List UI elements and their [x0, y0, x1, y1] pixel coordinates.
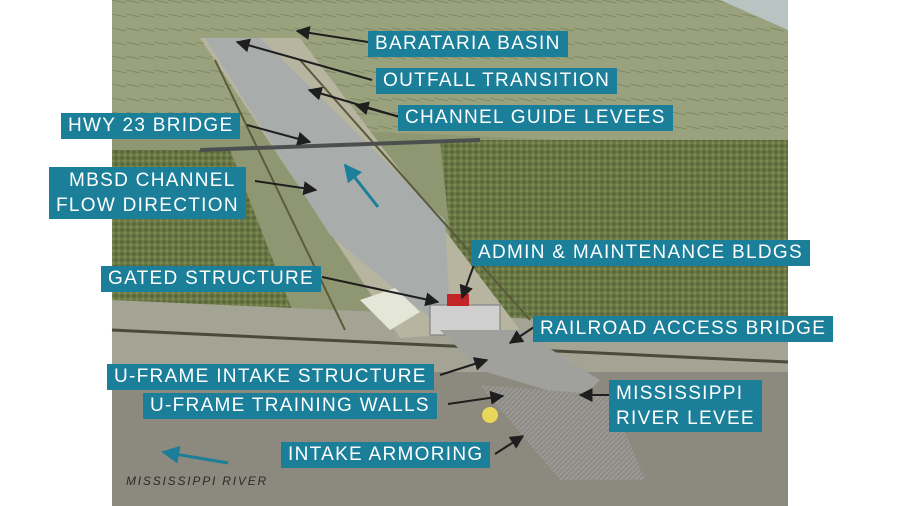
intake-armoring-shape	[480, 385, 645, 480]
label-river-levee: RIVER LEVEE	[616, 408, 755, 429]
label-channel-guide-levees: CHANNEL GUIDE LEVEES	[398, 105, 673, 131]
label-barataria-basin: BARATARIA BASIN	[368, 31, 568, 57]
label-outfall-transition: OUTFALL TRANSITION	[376, 68, 618, 94]
intake-channel	[440, 330, 600, 400]
river-flow-arrow	[161, 445, 229, 465]
leader-admin-bldgs	[459, 261, 476, 300]
label-u-frame-training-walls: U-FRAME TRAINING WALLS	[143, 393, 437, 419]
label-railroad-access-bridge: RAILROAD ACCESS BRIDGE	[533, 316, 834, 342]
hwy-23-bridge-road	[199, 138, 481, 152]
label-hwy-23-bridge: HWY 23 BRIDGE	[61, 113, 241, 139]
label-mbsd-channel: MBSD CHANNEL	[69, 170, 236, 191]
leader-intake-armoring	[494, 435, 525, 455]
leader-channel-guide-levees-2	[354, 101, 401, 118]
label-admin-maintenance-bldgs: ADMIN & MAINTENANCE BLDGS	[471, 240, 810, 266]
leader-gated-structure	[321, 276, 440, 307]
label-mbsd-channel-flow: MBSD CHANNEL FLOW DIRECTION	[49, 167, 246, 219]
label-u-frame-intake-structure: U-FRAME INTAKE STRUCTURE	[107, 364, 434, 390]
label-gated-structure: GATED STRUCTURE	[101, 266, 321, 292]
label-mississippi-river-levee: MISSISSIPPI RIVER LEVEE	[609, 380, 762, 432]
label-mississippi: MISSISSIPPI	[616, 383, 744, 404]
levee-line-west	[214, 59, 346, 331]
label-intake-armoring: INTAKE ARMORING	[281, 442, 491, 468]
label-flow-direction: FLOW DIRECTION	[56, 195, 239, 216]
flow-direction-arrow	[343, 163, 380, 208]
railroad-line	[111, 328, 789, 364]
leader-u-frame-intake	[439, 357, 489, 376]
leader-barataria-basin	[295, 26, 369, 43]
leader-hwy-23-bridge	[246, 124, 312, 146]
leader-training-walls	[447, 390, 505, 405]
leader-outfall-transition	[235, 38, 373, 81]
label-mississippi-river: MISSISSIPPI RIVER	[126, 474, 268, 488]
mbsd-channel	[205, 38, 450, 318]
far-water	[720, 0, 788, 30]
intake-tank	[482, 407, 498, 423]
leader-mbsd-channel	[254, 180, 318, 196]
levee-line-east	[299, 59, 531, 321]
leader-railroad-bridge	[508, 326, 535, 344]
site-pad	[360, 288, 420, 330]
